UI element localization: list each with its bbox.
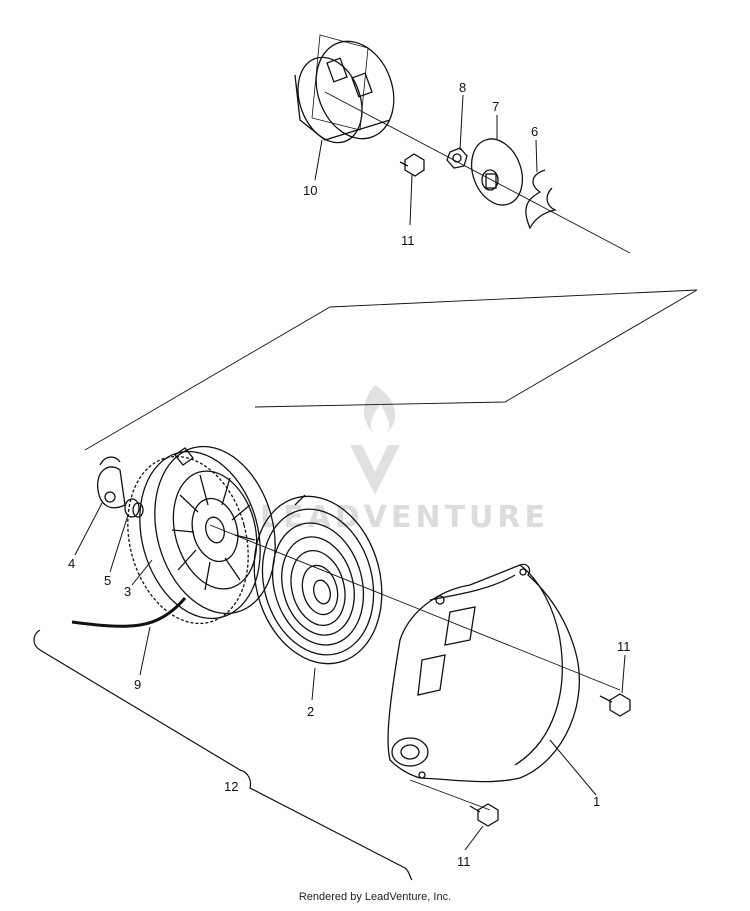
axis-line-top bbox=[324, 91, 631, 254]
callout-10: 10 bbox=[303, 183, 317, 198]
assembly-phantom-line bbox=[84, 289, 698, 451]
callout-11-right: 11 bbox=[617, 639, 631, 654]
footer-credit: Rendered by LeadVenture, Inc. bbox=[298, 891, 452, 903]
callout-4: 4 bbox=[68, 556, 75, 571]
flame-icon bbox=[364, 385, 396, 432]
watermark-text: LEADVENTURE bbox=[260, 500, 549, 535]
part-9-rope bbox=[71, 597, 187, 628]
callout-labels: 10 8 7 6 11 4 5 3 9 2 11 1 12 11 bbox=[68, 80, 631, 869]
callout-7: 7 bbox=[492, 99, 499, 114]
part-11-bolt-top bbox=[399, 153, 425, 177]
part-11-bolt-right bbox=[599, 693, 631, 717]
part-11-bolt-bottom bbox=[469, 803, 499, 827]
leadventure-watermark: LEADVENTURE bbox=[260, 385, 549, 535]
part-6-spring-clip bbox=[525, 169, 557, 230]
callout-9: 9 bbox=[134, 677, 141, 692]
part-12-bracket bbox=[33, 629, 413, 881]
callout-6: 6 bbox=[531, 124, 538, 139]
callout-8: 8 bbox=[459, 80, 466, 95]
callout-1: 1 bbox=[593, 794, 600, 809]
part-10-drive-cup bbox=[294, 34, 395, 144]
part-1-housing bbox=[387, 563, 580, 783]
callout-11-top: 11 bbox=[401, 233, 415, 248]
part-3-reel bbox=[127, 445, 276, 625]
axis-line-main bbox=[209, 524, 621, 691]
part-2-spiral-spring bbox=[253, 494, 383, 665]
callout-12: 12 bbox=[224, 779, 238, 794]
v-mark-icon bbox=[350, 445, 400, 495]
callout-3: 3 bbox=[124, 584, 131, 599]
part-4-pawl bbox=[97, 456, 126, 509]
leader-lines bbox=[74, 94, 626, 851]
axis-line-bolt bbox=[409, 779, 491, 811]
part-5-bushing bbox=[124, 498, 144, 518]
part-7-plate bbox=[470, 138, 524, 206]
callout-5: 5 bbox=[104, 573, 111, 588]
callout-11-bottom: 11 bbox=[457, 854, 471, 869]
callout-2: 2 bbox=[307, 704, 314, 719]
